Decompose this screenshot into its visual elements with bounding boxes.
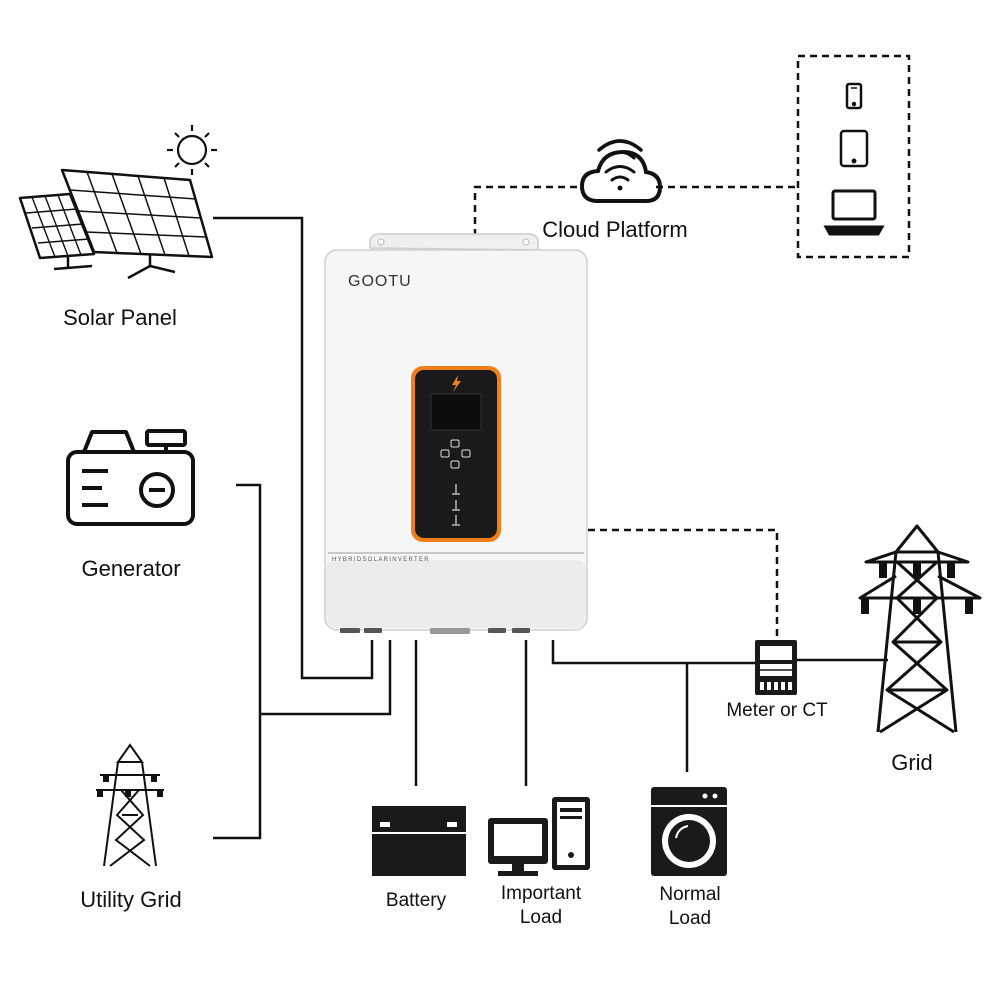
- sun-icon: [167, 125, 217, 175]
- battery-icon: [372, 806, 466, 876]
- status-leds: [452, 484, 460, 526]
- solar-line: [213, 216, 374, 680]
- cloud-platform-label: Cloud Platform: [542, 217, 688, 242]
- laptop-icon: [823, 189, 885, 236]
- battery-label: Battery: [386, 890, 447, 911]
- mount-bracket: [369, 233, 539, 251]
- gen-bus-line: [260, 640, 392, 716]
- inverter-unit: HYBRIDSOLARINVERTER GOOTU: [324, 233, 588, 634]
- computer-icon: [488, 797, 590, 876]
- solar-panel-label: Solar Panel: [63, 305, 177, 330]
- important-load-label-line1: Important: [501, 883, 582, 904]
- bolt-icon: [452, 375, 461, 392]
- utility-grid-label: Utility Grid: [80, 887, 181, 912]
- inverter-meter-line: [588, 528, 779, 638]
- grid-label: Grid: [891, 750, 933, 775]
- generator-icon: [66, 429, 195, 526]
- generator-line: [213, 483, 262, 840]
- inverter-terminals: [340, 628, 530, 634]
- grid-output-line: [551, 640, 755, 665]
- lcd-screen: [430, 393, 482, 431]
- grid-tower-icon: [858, 524, 982, 734]
- inverter-cloud-line: [473, 185, 580, 236]
- meter-label: Meter or CT: [726, 700, 828, 721]
- inverter-brand-logo: GOOTU: [348, 273, 412, 290]
- normal-load-label-line1: Normal: [659, 884, 720, 905]
- control-buttons[interactable]: [440, 439, 471, 469]
- normal-load-label-line2: Load: [669, 908, 711, 929]
- important-load-label-line2: Load: [520, 907, 562, 928]
- generator-label: Generator: [81, 556, 180, 581]
- phone-icon: [845, 82, 863, 110]
- solar-panel-icon: [18, 168, 214, 280]
- washing-machine-icon: [651, 787, 727, 876]
- utility-tower-icon: [96, 743, 164, 867]
- inverter-model-strip: HYBRIDSOLARINVERTER: [332, 557, 430, 563]
- cloud-wifi-icon: [579, 139, 663, 203]
- comm-lines: [473, 185, 797, 638]
- wiring-lines: [213, 216, 888, 840]
- meter-icon: [755, 640, 797, 695]
- tablet-icon: [839, 129, 869, 168]
